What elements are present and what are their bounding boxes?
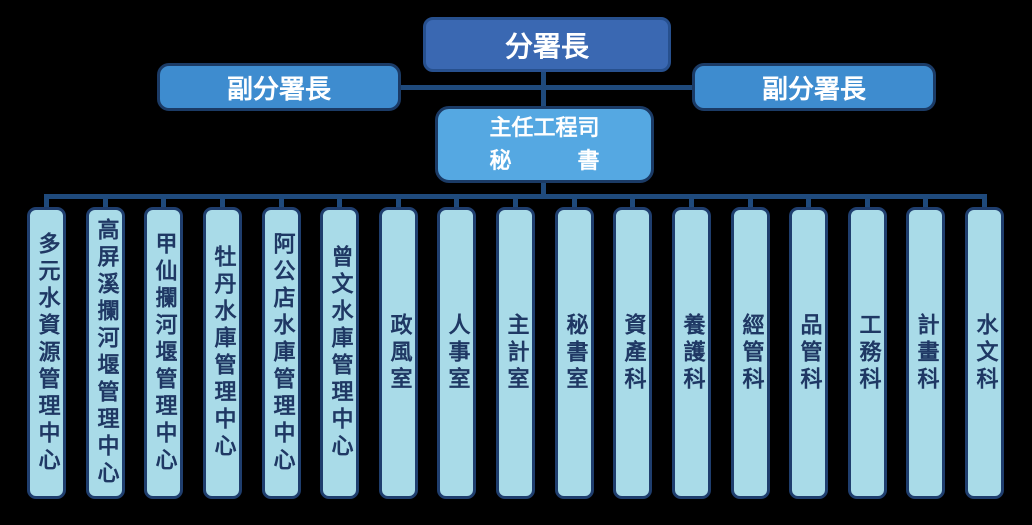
department-label: 曾文水庫管理中心	[327, 245, 353, 461]
chief-engineer-label: 主任工程司	[489, 115, 600, 141]
department-box: 牡丹水庫管理中心	[203, 207, 242, 499]
connector-stub	[454, 197, 459, 209]
department-label: 牡丹水庫管理中心	[210, 245, 236, 461]
connector-stub	[748, 197, 753, 209]
department-label: 多元水資源管理中心	[34, 231, 60, 475]
department-label: 品管科	[796, 312, 822, 394]
director-label: 分署長	[504, 29, 589, 63]
department-label: 工務科	[855, 312, 881, 394]
department-label: 阿公店水庫管理中心	[269, 231, 295, 475]
connector-stub	[161, 197, 166, 209]
connector-stub	[865, 197, 870, 209]
department-box: 資產科	[613, 207, 652, 499]
connector-stub	[337, 197, 342, 209]
secretary-label: 秘 書	[489, 148, 600, 174]
deputy-director-label-right: 副分署長	[761, 74, 866, 105]
connector-deputies-horizontal	[399, 85, 694, 90]
department-box: 多元水資源管理中心	[27, 207, 66, 499]
department-box: 水文科	[965, 207, 1004, 499]
connector-stub	[220, 197, 225, 209]
department-label: 資產科	[620, 312, 646, 394]
department-box: 主計室	[496, 207, 535, 499]
department-box: 政風室	[379, 207, 418, 499]
department-box: 阿公店水庫管理中心	[262, 207, 301, 499]
connector-stub	[982, 197, 987, 209]
department-box: 曾文水庫管理中心	[320, 207, 359, 499]
deputy-director-box-left: 副分署長	[157, 63, 401, 111]
department-label: 主計室	[503, 312, 529, 394]
chief-engineer-secretary-box: 主任工程司 秘 書	[435, 106, 654, 183]
department-box: 高屏溪攔河堰管理中心	[86, 207, 125, 499]
department-label: 水文科	[972, 312, 998, 394]
connector-stub	[44, 197, 49, 209]
department-box: 品管科	[789, 207, 828, 499]
department-label: 經管科	[738, 312, 764, 394]
deputy-director-label-left: 副分署長	[226, 74, 331, 105]
department-box: 養護科	[672, 207, 711, 499]
connector-stub	[513, 197, 518, 209]
department-label: 養護科	[679, 312, 705, 394]
connector-stub	[103, 197, 108, 209]
connector-stub	[572, 197, 577, 209]
connector-stub	[689, 197, 694, 209]
connector-stub	[806, 197, 811, 209]
connector-stub	[279, 197, 284, 209]
deputy-director-box-right: 副分署長	[692, 63, 936, 111]
connector-chief-to-rail	[541, 180, 546, 196]
department-label: 高屏溪攔河堰管理中心	[93, 218, 119, 488]
department-box: 甲仙攔河堰管理中心	[144, 207, 183, 499]
department-label: 人事室	[444, 312, 470, 394]
department-label: 秘書室	[562, 312, 588, 394]
department-box: 工務科	[848, 207, 887, 499]
connector-stub	[396, 197, 401, 209]
connector-departments-rail	[44, 194, 987, 199]
department-label: 甲仙攔河堰管理中心	[151, 231, 177, 475]
department-label: 計畫科	[913, 312, 939, 394]
director-box: 分署長	[423, 17, 671, 72]
connector-stub	[923, 197, 928, 209]
department-box: 計畫科	[906, 207, 945, 499]
connector-stub	[630, 197, 635, 209]
department-box: 人事室	[437, 207, 476, 499]
department-box: 秘書室	[555, 207, 594, 499]
department-box: 經管科	[731, 207, 770, 499]
department-label: 政風室	[386, 312, 412, 394]
